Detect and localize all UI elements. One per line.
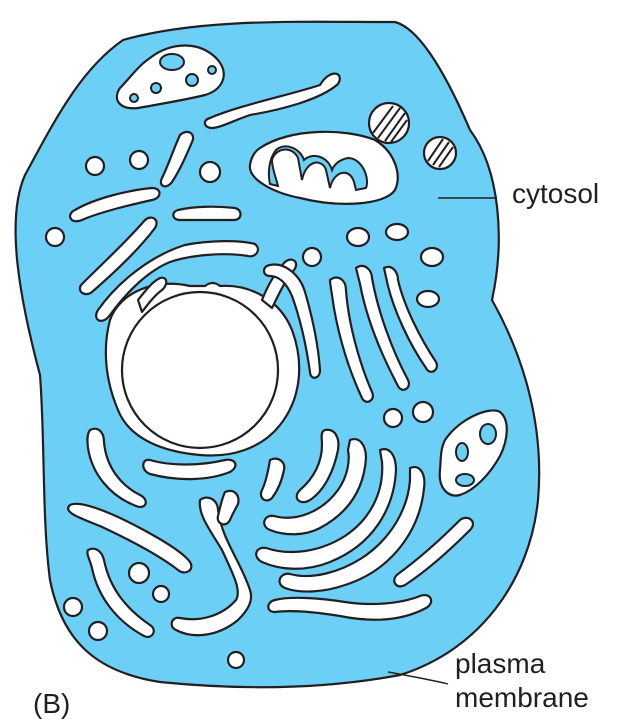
vesicle-inner (151, 83, 161, 93)
vesicle-inner (186, 74, 198, 86)
vesicle-inner (208, 66, 216, 74)
plasma-membrane-label-line2: membrane (455, 684, 589, 712)
plasma-membrane-leader-line (388, 672, 448, 684)
secretory-granule (424, 137, 456, 169)
panel-label: (B) (33, 690, 70, 718)
vesicle-inner (160, 54, 184, 70)
nucleus (122, 292, 278, 448)
vesicle-inner (130, 94, 138, 102)
vesicle-inner (456, 474, 474, 486)
plasma-membrane-label-line1: plasma (455, 650, 545, 678)
secretory-granule (369, 103, 409, 143)
vesicle-inner (480, 424, 496, 444)
vesicle-inner (456, 443, 468, 461)
cytosol-label: cytosol (512, 180, 599, 208)
er-tubule (173, 207, 240, 220)
